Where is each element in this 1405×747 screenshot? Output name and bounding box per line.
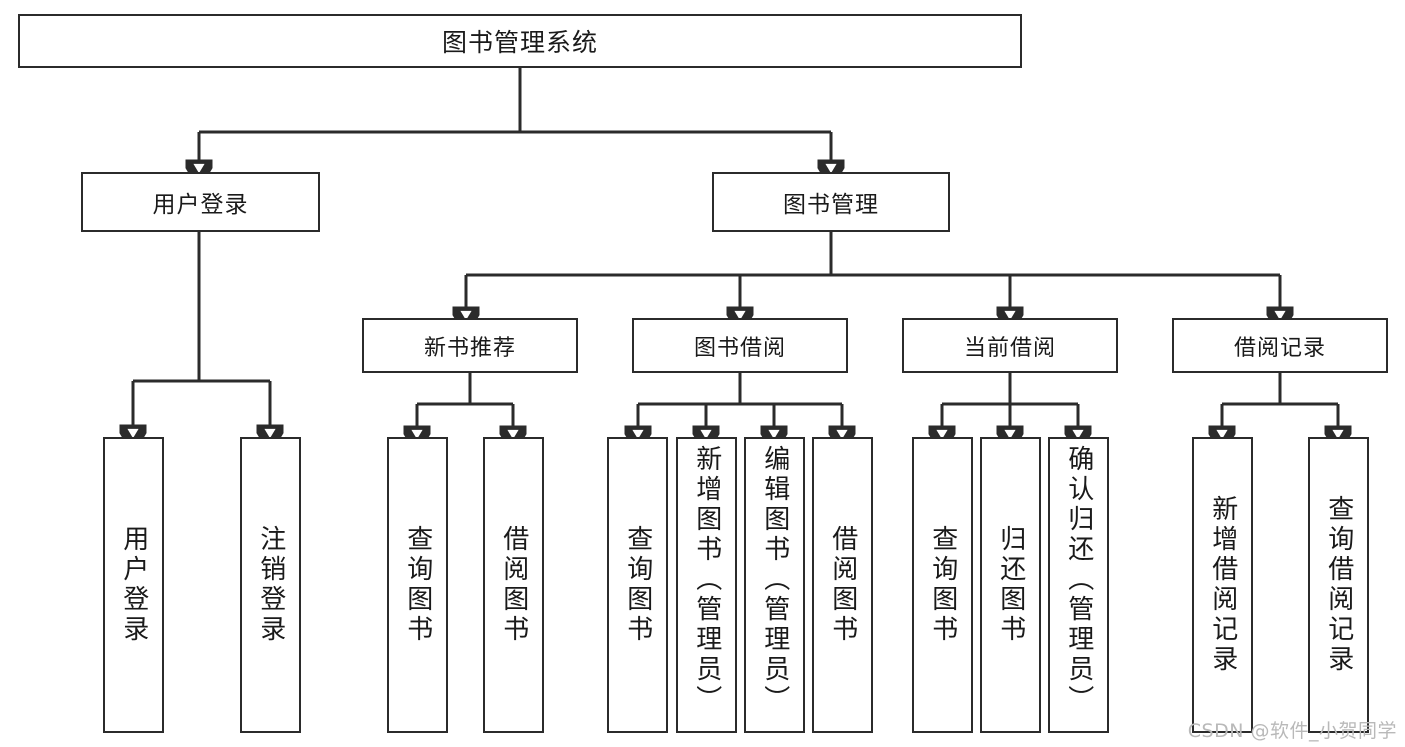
node-label: 借阅图书 bbox=[498, 525, 529, 645]
node-label: 用户登录 bbox=[118, 525, 149, 645]
node-label: 编辑图书（管理员） bbox=[759, 445, 790, 715]
node-label: 查询图书 bbox=[927, 525, 958, 645]
node-borrow-record[interactable]: 借阅记录 bbox=[1172, 318, 1388, 373]
leaf-borrow-book-recommend[interactable]: 借阅图书 bbox=[483, 437, 544, 733]
node-new-book-recommend[interactable]: 新书推荐 bbox=[362, 318, 578, 373]
leaf-user-login[interactable]: 用户登录 bbox=[103, 437, 164, 733]
leaf-add-borrow-record[interactable]: 新增借阅记录 bbox=[1192, 437, 1253, 733]
node-label: 用户登录 bbox=[152, 192, 249, 218]
leaf-return-book[interactable]: 归还图书 bbox=[980, 437, 1041, 733]
leaf-query-book-recommend[interactable]: 查询图书 bbox=[387, 437, 448, 733]
node-book-management[interactable]: 图书管理 bbox=[712, 172, 950, 232]
node-label: 新增图书（管理员） bbox=[691, 445, 722, 715]
node-label: 注销登录 bbox=[255, 525, 286, 645]
node-label: 借阅记录 bbox=[1233, 335, 1326, 361]
leaf-confirm-return-admin[interactable]: 确认归还（管理员） bbox=[1048, 437, 1109, 733]
node-label: 图书借阅 bbox=[693, 335, 786, 361]
node-user-login[interactable]: 用户登录 bbox=[81, 172, 320, 232]
node-label: 确认归还（管理员） bbox=[1063, 445, 1094, 715]
node-label: 新书推荐 bbox=[423, 335, 516, 361]
node-label: 新增借阅记录 bbox=[1207, 495, 1238, 675]
node-label: 查询借阅记录 bbox=[1323, 495, 1354, 675]
node-label: 归还图书 bbox=[995, 525, 1026, 645]
node-label: 借阅图书 bbox=[827, 525, 858, 645]
leaf-user-logout[interactable]: 注销登录 bbox=[240, 437, 301, 733]
node-root-system[interactable]: 图书管理系统 bbox=[18, 14, 1022, 68]
leaf-query-book-current[interactable]: 查询图书 bbox=[912, 437, 973, 733]
node-label: 查询图书 bbox=[402, 525, 433, 645]
node-label: 查询图书 bbox=[622, 525, 653, 645]
leaf-query-borrow-record[interactable]: 查询借阅记录 bbox=[1308, 437, 1369, 733]
leaf-query-book-borrow[interactable]: 查询图书 bbox=[607, 437, 668, 733]
node-label: 图书管理系统 bbox=[441, 28, 598, 57]
node-book-borrow[interactable]: 图书借阅 bbox=[632, 318, 848, 373]
node-label: 当前借阅 bbox=[963, 335, 1056, 361]
leaf-borrow-book[interactable]: 借阅图书 bbox=[812, 437, 873, 733]
node-label: 图书管理 bbox=[783, 192, 879, 218]
leaf-edit-book-admin[interactable]: 编辑图书（管理员） bbox=[744, 437, 805, 733]
leaf-add-book-admin[interactable]: 新增图书（管理员） bbox=[676, 437, 737, 733]
node-current-borrow[interactable]: 当前借阅 bbox=[902, 318, 1118, 373]
